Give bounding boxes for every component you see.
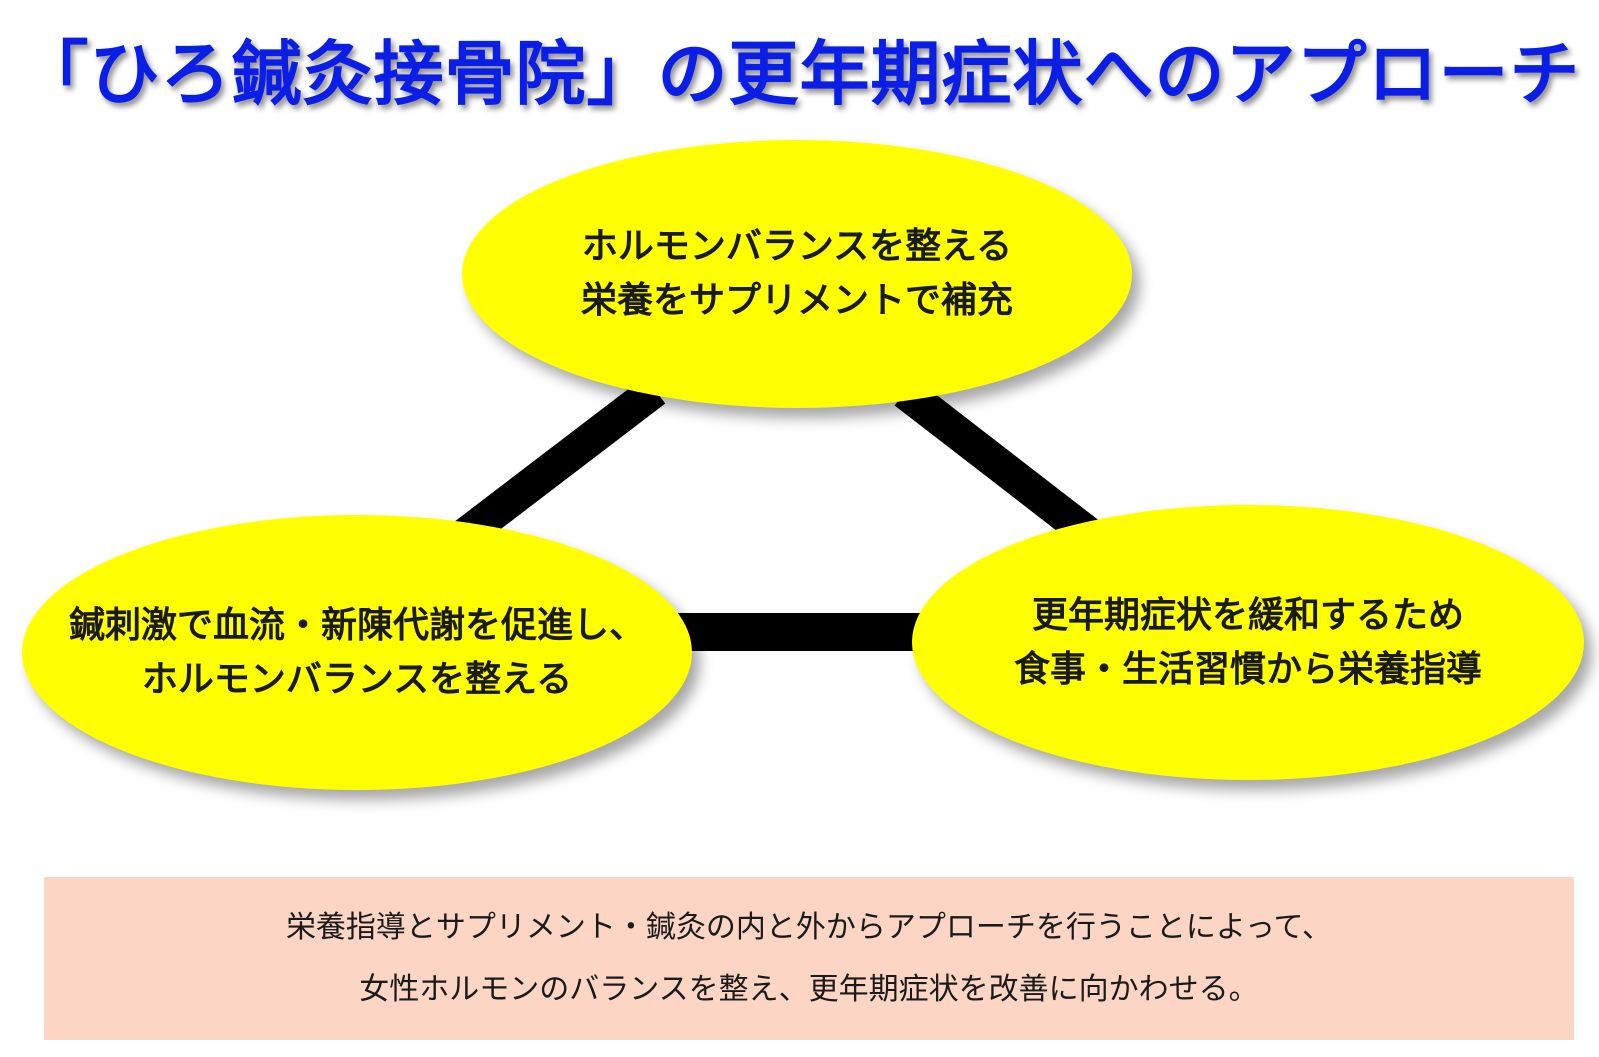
summary-box: 栄養指導とサプリメント・鍼灸の内と外からアプローチを行うことによって、 女性ホル… <box>44 877 1574 1040</box>
summary-line: 栄養指導とサプリメント・鍼灸の内と外からアプローチを行うことによって、 <box>285 909 1333 945</box>
summary-text: 栄養指導とサプリメント・鍼灸の内と外からアプローチを行うことによって、 女性ホル… <box>286 897 1332 1021</box>
node-line: 栄養をサプリメントで補充 <box>580 280 1013 321</box>
node-nutrition-guidance: 更年期症状を緩和するため 食事・生活習慣から栄養指導 <box>912 505 1584 780</box>
node-line: 更年期症状を緩和するため <box>1031 594 1464 636</box>
summary-line: 女性ホルモンのバランスを整え、更年期症状を改善に向かわせる。 <box>359 971 1259 1007</box>
node-line: ホルモンバランスを整える <box>581 226 1013 267</box>
page-title: 「ひろ鍼灸接骨院」の更年期症状へのアプローチ <box>18 33 1581 115</box>
node-acupuncture: 鍼刺激で血流・新陳代謝を促進し、 ホルモンバランスを整える <box>22 515 692 790</box>
connector-top-left <box>454 376 666 549</box>
node-line: ホルモンバランスを整える <box>141 658 573 700</box>
node-hormone-supplement-text: ホルモンバランスを整える 栄養をサプリメントで補充 <box>581 220 1013 328</box>
node-acupuncture-text: 鍼刺激で血流・新陳代謝を促進し、 ホルモンバランスを整える <box>69 599 645 707</box>
node-line: 鍼刺激で血流・新陳代謝を促進し、 <box>68 604 645 646</box>
node-nutrition-guidance-text: 更年期症状を緩和するため 食事・生活習慣から栄養指導 <box>1014 589 1482 697</box>
node-line: 食事・生活習慣から栄養指導 <box>1013 648 1482 690</box>
node-hormone-supplement: ホルモンバランスを整える 栄養をサプリメントで補充 <box>462 140 1132 408</box>
connector-top-right <box>894 378 1101 549</box>
